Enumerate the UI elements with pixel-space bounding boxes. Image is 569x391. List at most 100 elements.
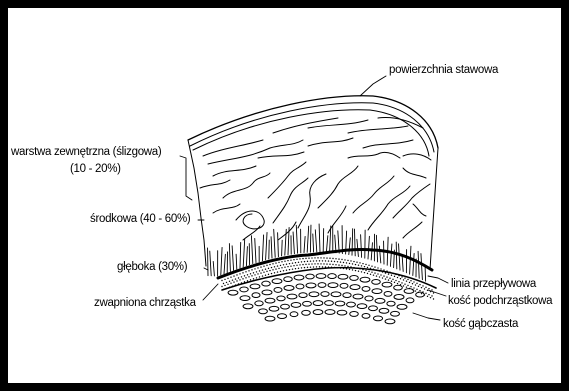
calcified-dot — [358, 265, 359, 266]
bone-trabecula — [350, 276, 359, 281]
calcified-dot — [248, 270, 249, 271]
calcified-dot — [262, 269, 263, 270]
calcified-dot — [428, 294, 429, 295]
calcified-dot — [266, 271, 267, 272]
bone-trabecula — [313, 310, 323, 315]
calcified-dot — [352, 263, 353, 264]
calcified-dot — [268, 274, 269, 275]
deep-fiber-line — [349, 238, 350, 255]
calcified-dot — [224, 285, 225, 286]
deep-fiber-line — [379, 246, 380, 263]
bone-trabecula — [337, 310, 347, 315]
deep-fiber-line — [376, 235, 377, 262]
bone-trabecula — [259, 309, 268, 314]
calcified-dot — [259, 276, 260, 277]
deep-fiber-line — [319, 224, 320, 252]
deep-fiber-line — [282, 240, 283, 256]
calcified-dot — [407, 279, 408, 280]
deep-fiber-line — [262, 235, 263, 261]
bone-trabecula — [369, 306, 378, 311]
calcified-dot — [347, 260, 348, 261]
calcified-dot — [386, 276, 387, 277]
calcified-dot — [371, 271, 372, 272]
calcified-dot — [310, 266, 311, 267]
calcified-dot — [365, 270, 366, 271]
deep-fiber-line — [221, 247, 222, 275]
calcified-dot — [319, 266, 320, 267]
calcified-dot — [233, 275, 234, 276]
calcified-dot — [329, 264, 330, 265]
calcified-dot — [380, 268, 381, 269]
calcified-dot — [403, 279, 404, 280]
calcified-dot — [370, 274, 371, 275]
calcified-dot — [295, 268, 296, 269]
bone-trabecula — [382, 282, 392, 287]
bone-trabecula — [350, 285, 360, 290]
deep-fiber-line — [213, 261, 214, 275]
calcified-dot — [413, 281, 414, 282]
deep-fiber-line — [399, 244, 400, 270]
bone-trabecula — [281, 304, 290, 309]
bone-trabecula — [385, 319, 395, 324]
deep-fiber-line — [390, 244, 391, 266]
bone-trabecula — [294, 275, 304, 280]
calcified-dot — [338, 264, 339, 265]
calcified-dot — [271, 267, 272, 268]
deep-fiber-line — [274, 229, 275, 257]
calcified-dot — [227, 278, 228, 279]
calcified-dot — [335, 258, 336, 259]
calcified-dot — [320, 257, 321, 258]
calcified-dot — [277, 271, 278, 272]
calcified-dot — [385, 278, 386, 279]
deep-fiber-line — [354, 229, 355, 256]
bone-trabecula — [372, 280, 381, 285]
calcified-dot — [409, 282, 410, 283]
calcified-dot — [316, 260, 317, 261]
calcified-dot — [251, 275, 252, 276]
bone-trabecula — [243, 304, 253, 309]
label-deep: głęboka (30%) — [117, 261, 188, 273]
calcified-dot — [433, 298, 434, 299]
calcified-dot — [340, 261, 341, 262]
calcified-dot — [299, 264, 300, 265]
calcified-dot — [374, 272, 375, 273]
calcified-dot — [343, 262, 344, 263]
calcified-dot — [422, 285, 423, 286]
calcified-dot — [250, 279, 251, 280]
deep-fiber-line — [310, 225, 311, 252]
calcified-dot — [239, 279, 240, 280]
bone-trabecula — [328, 274, 337, 279]
calcified-dot — [245, 271, 246, 272]
calcified-dot — [260, 272, 261, 273]
bone-trabecula — [269, 306, 279, 311]
calcified-dot — [317, 257, 318, 258]
calcified-dot — [305, 264, 306, 265]
calcified-dot — [430, 297, 431, 298]
bone-trabecula — [335, 301, 345, 306]
calcified-dot — [359, 262, 360, 263]
bone-trabecula — [299, 293, 307, 298]
calcified-dot — [226, 282, 227, 283]
calcified-dot — [403, 285, 404, 286]
calcified-dot — [277, 265, 278, 266]
right-edge — [430, 148, 438, 270]
bone-trabecula — [272, 279, 282, 284]
bone-trabecula — [343, 293, 351, 298]
calcified-dot — [367, 267, 368, 268]
label-superficial: warstwa zewnętrzna (ślizgowa) — [10, 146, 162, 158]
calcified-dot — [356, 262, 357, 263]
calcified-dot — [298, 262, 299, 263]
calcified-dot — [344, 265, 345, 266]
calcified-dot — [319, 260, 320, 261]
calcified-dot — [269, 264, 270, 265]
calcified-dot — [395, 280, 396, 281]
bone-trabecula — [373, 316, 382, 321]
calcified-dot — [284, 260, 285, 261]
calcified-dot — [302, 264, 303, 265]
cancellous-bone-texture — [228, 274, 424, 324]
calcified-dot — [389, 278, 390, 279]
calcified-dot — [323, 263, 324, 264]
label-surface: powierzchnia stawowa — [389, 64, 499, 76]
bone-trabecula — [362, 313, 370, 318]
calcified-dot — [320, 263, 321, 264]
